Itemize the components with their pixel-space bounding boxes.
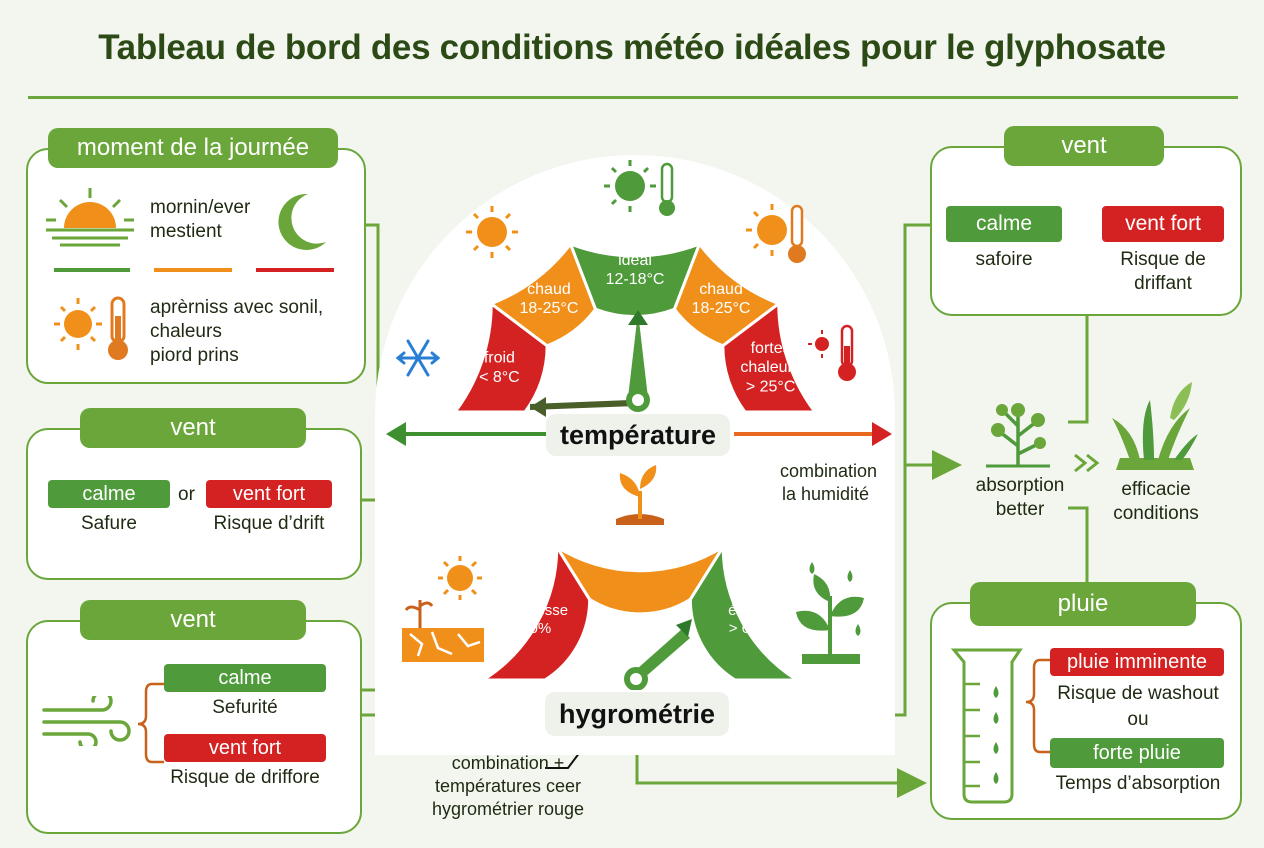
hygrometrie-segment-label-0: sécheresse< 40%	[491, 602, 568, 637]
sun-icon	[466, 206, 518, 258]
hygrometrie-segment-label-2: élevée> 60%	[728, 602, 772, 637]
vent-fort-badge-2: vent fort	[164, 734, 326, 762]
calme-subtext-2: Sefurité	[212, 697, 278, 718]
separator-orange	[154, 268, 232, 272]
pluie-imminente-subtext: Risque de washout	[1057, 683, 1219, 704]
drought-icon	[402, 556, 484, 662]
or-text: or	[178, 484, 195, 505]
sun-thermometer-icon	[54, 296, 128, 360]
hot-thermometer-icon	[808, 324, 856, 381]
ou-text: ou	[1127, 709, 1149, 730]
moment-heading: moment de la journée	[48, 128, 338, 168]
calme-subtext-3: safoire	[975, 249, 1033, 270]
hygrometrie-segment-2	[688, 541, 803, 682]
moment-panel	[26, 148, 366, 384]
pluie-heading: pluie	[970, 582, 1196, 626]
vent-panel-2	[26, 620, 362, 834]
plant-water-icon	[796, 562, 864, 664]
temperature-needle	[530, 310, 650, 417]
temperature-segment-label-0: froid< 8°C	[479, 350, 520, 386]
warm-sun-thermometer-icon	[746, 204, 806, 263]
pluie-bracket	[1025, 658, 1050, 754]
calme-badge-3: calme	[946, 206, 1062, 242]
wind-icon	[42, 696, 131, 746]
hygrometrie-segments	[477, 541, 803, 682]
vent-fort-subtext-2: Risque de driffore	[170, 767, 320, 788]
vent-fort-badge: vent fort	[206, 480, 332, 508]
grass-icon	[1112, 382, 1198, 470]
ideal-sun-thermometer-icon	[604, 160, 675, 216]
temperature-segments	[451, 240, 819, 414]
temperature-segment-4	[721, 300, 819, 414]
pluie-imminente-badge: pluie imminente	[1050, 648, 1224, 676]
vent-heading-3: vent	[1004, 126, 1164, 166]
calme-badge-2: calme	[164, 664, 326, 692]
vent-heading-1: vent	[80, 408, 306, 448]
hygrometrie-needle	[624, 619, 692, 690]
bracket	[137, 682, 164, 764]
forte-pluie-subtext: Temps d’absorption	[1055, 773, 1221, 794]
vent-fort-subtext: Risque d’drift	[213, 513, 325, 534]
calme-badge: calme	[48, 480, 170, 508]
vent-heading-2: vent	[80, 600, 306, 640]
title-divider	[28, 96, 1238, 99]
page-title: Tableau de bord des conditions météo idé…	[98, 28, 1166, 67]
calme-subtext: Safure	[81, 513, 137, 534]
separator-green	[54, 268, 130, 272]
temperature-label: température	[546, 414, 730, 456]
moon-icon	[278, 193, 326, 250]
small-plant-icon	[986, 403, 1050, 468]
separator-red	[256, 268, 334, 272]
rain-gauge-icon	[950, 648, 1023, 804]
seedling-icon	[616, 465, 664, 525]
snowflake-icon	[395, 339, 441, 377]
hygrometrie-label: hygrométrie	[545, 692, 729, 736]
vent-fort-badge-3: vent fort	[1102, 206, 1224, 242]
temperature-axis	[386, 422, 892, 446]
sunrise-icon	[46, 188, 134, 247]
forte-pluie-badge: forte pluie	[1050, 738, 1224, 768]
